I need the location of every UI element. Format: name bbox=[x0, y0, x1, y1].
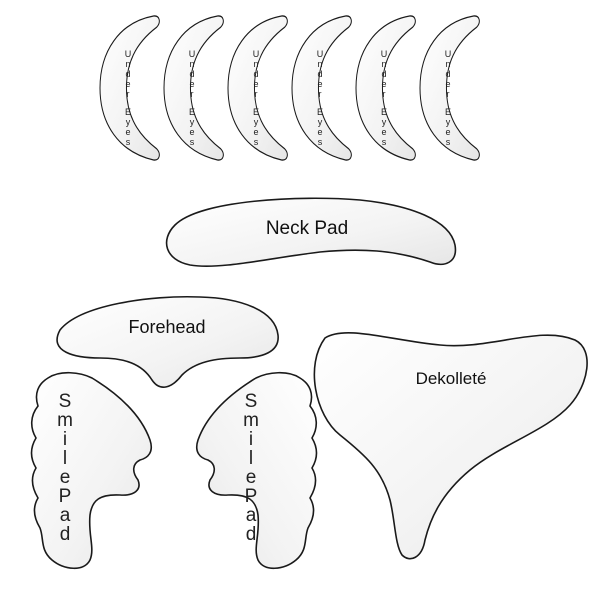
forehead-pad bbox=[56, 295, 279, 388]
forehead-pad-label: Forehead bbox=[128, 317, 205, 337]
neck-pad bbox=[165, 197, 457, 267]
smile-pad-right bbox=[195, 371, 318, 570]
smile-pad-left bbox=[30, 371, 153, 570]
neck-pad-label: Neck Pad bbox=[266, 218, 348, 239]
dekollete-pad bbox=[313, 332, 588, 560]
dekollete-pad-label: Dekolleté bbox=[416, 369, 487, 388]
